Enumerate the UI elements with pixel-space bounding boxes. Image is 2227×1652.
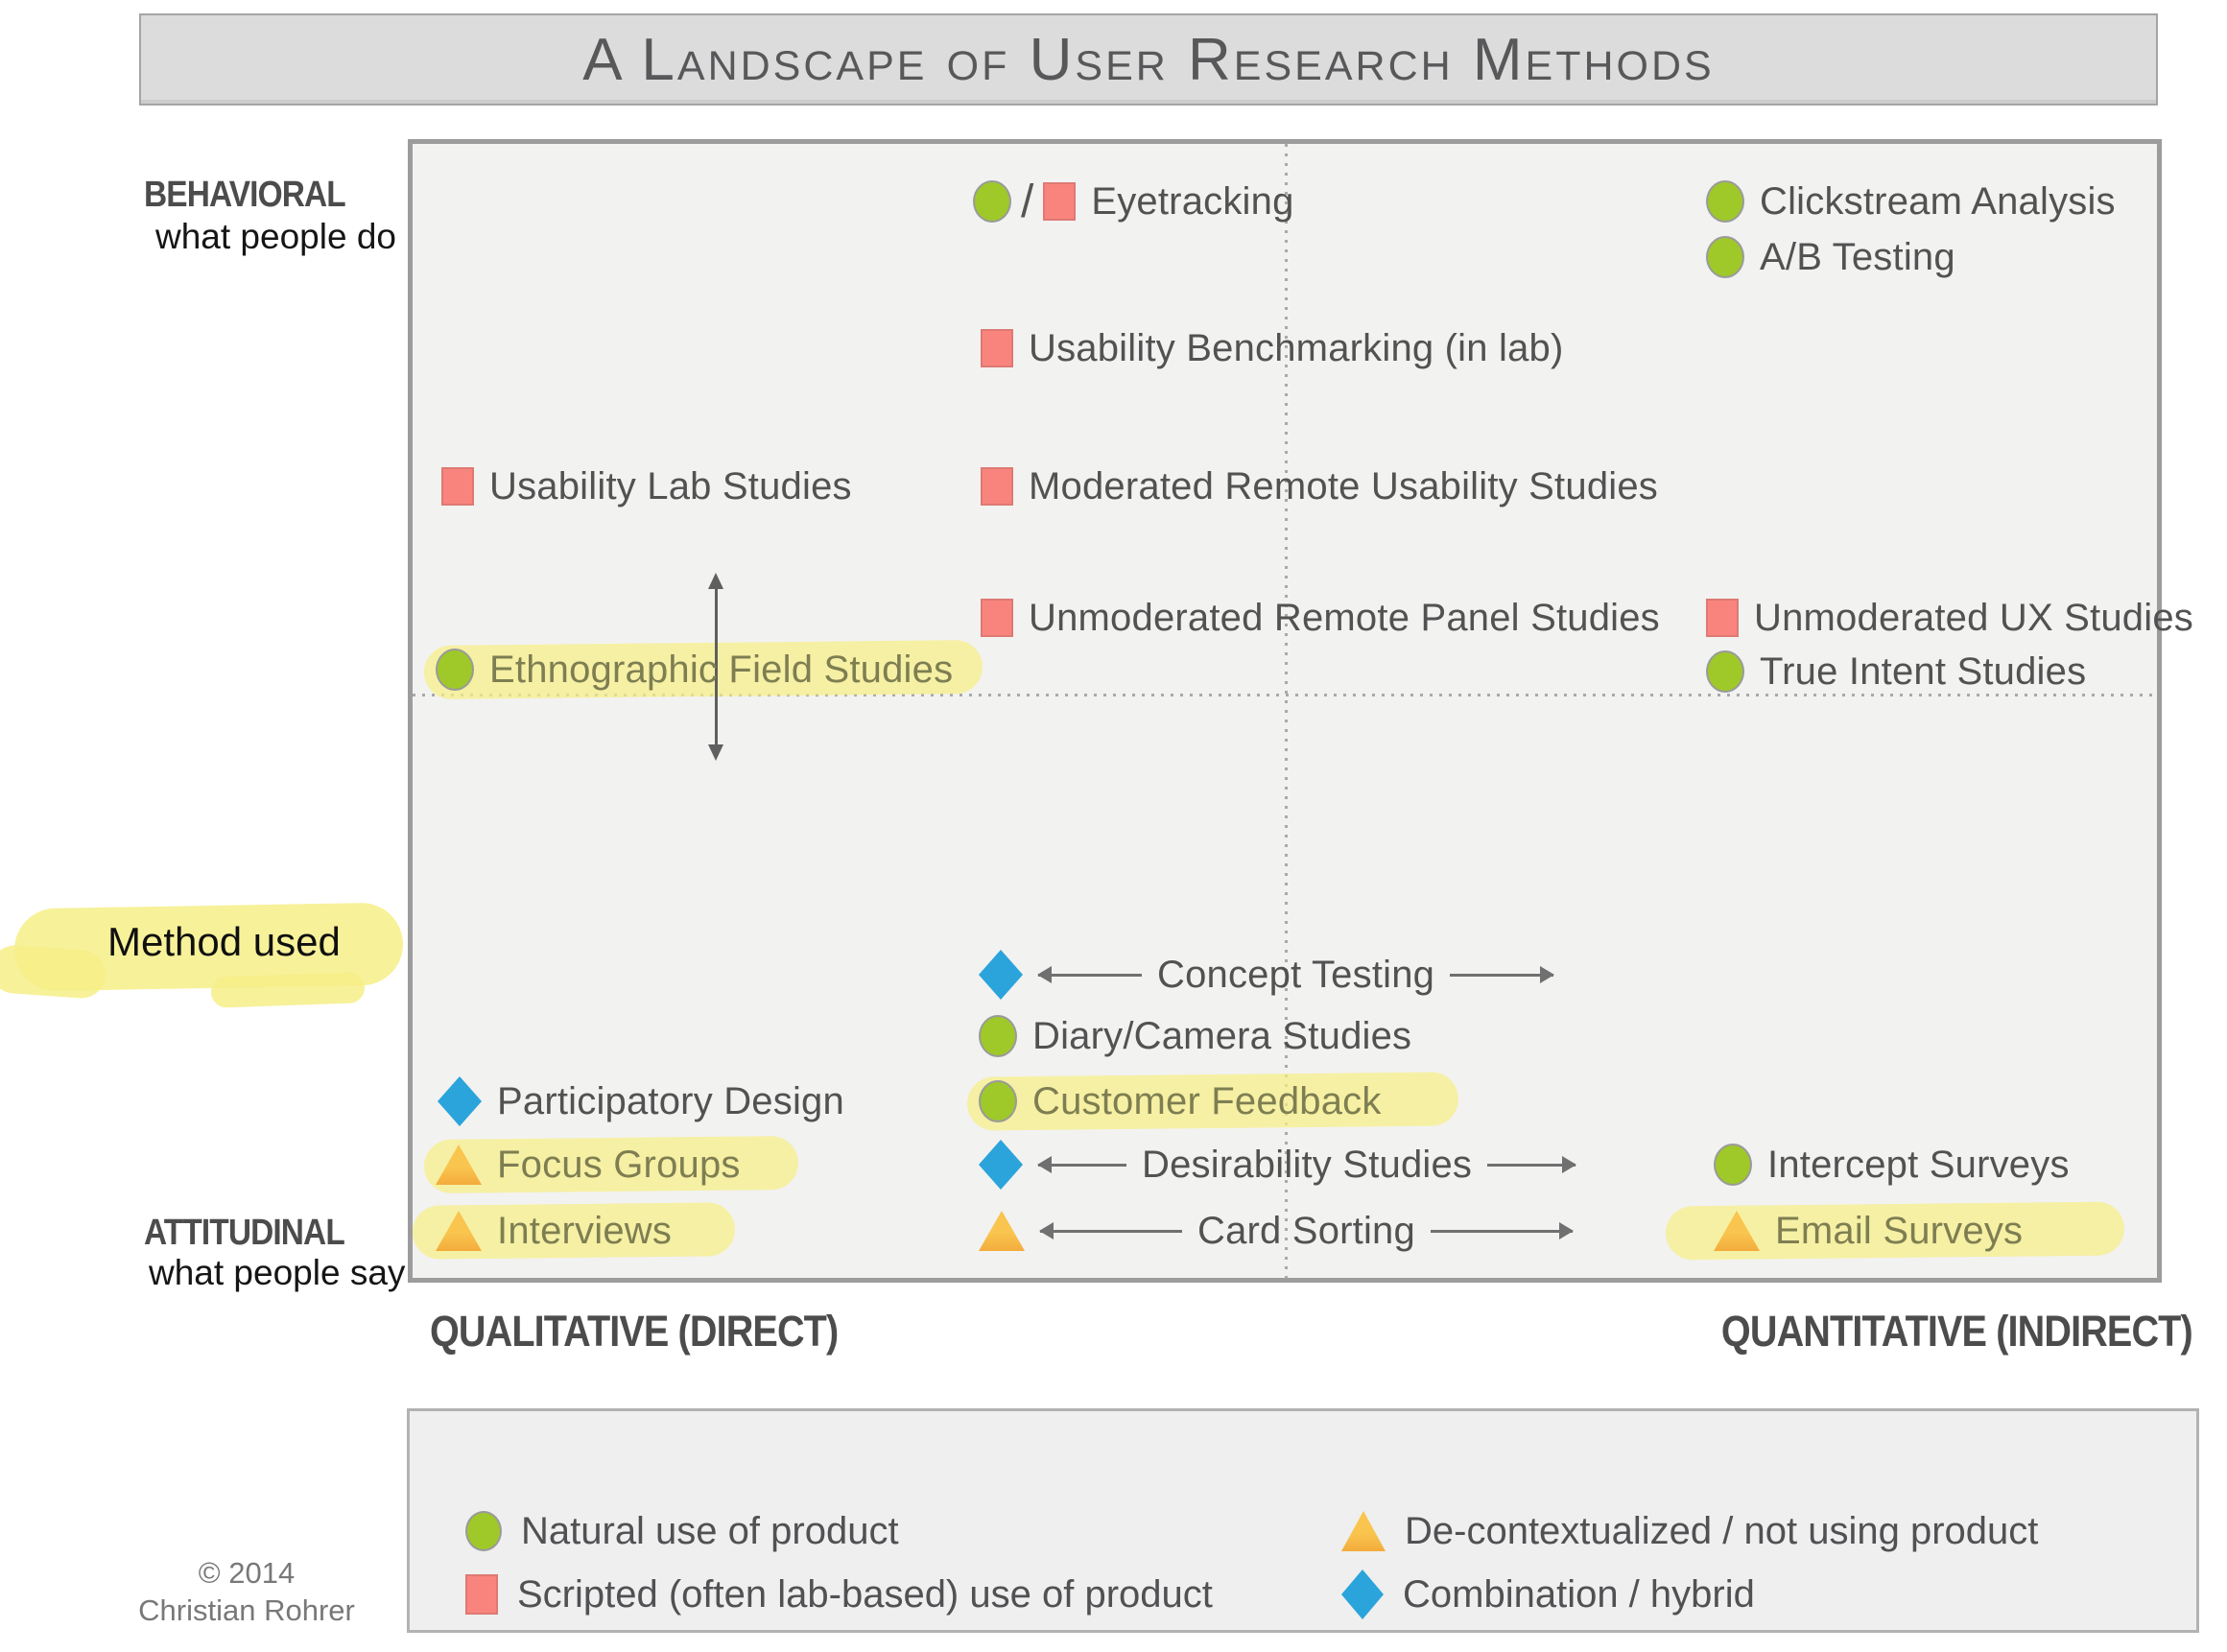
method-ethnographic-field-studies: Ethnographic Field Studies	[436, 643, 953, 696]
method-label-unmoderated-remote-panel-studies: Unmoderated Remote Panel Studies	[1029, 596, 1660, 639]
method-label-clickstream-analysis: Clickstream Analysis	[1760, 179, 2116, 223]
natural-use-circle-icon	[1714, 1144, 1752, 1186]
scripted-use-square-icon	[981, 329, 1013, 367]
key-item-de-contextualized-not-using-product: De-contextualized / not using product	[1341, 1504, 2038, 1558]
method-used-highlight-blob-tail2	[210, 972, 366, 1008]
method-label-concept-testing: Concept Testing	[1157, 953, 1435, 996]
left-arrow-icon	[1038, 973, 1142, 977]
method-usability-benchmarking-in-lab: Usability Benchmarking (in lab)	[981, 321, 1564, 375]
method-label-focus-groups: Focus Groups	[497, 1143, 741, 1186]
method-clickstream-analysis: Clickstream Analysis	[1706, 175, 2116, 228]
decontextualized-triangle-icon	[1714, 1211, 1760, 1251]
method-label-true-intent-studies: True Intent Studies	[1760, 649, 2087, 693]
method-desirability-studies: Desirability Studies	[979, 1138, 1576, 1192]
key-box	[407, 1408, 2199, 1633]
method-true-intent-studies: True Intent Studies	[1706, 645, 2086, 698]
method-customer-feedback: Customer Feedback	[979, 1074, 1382, 1128]
method-label-unmoderated-ux-studies: Unmoderated UX Studies	[1754, 596, 2193, 639]
scripted-use-square-icon	[441, 467, 474, 506]
hybrid-diamond-icon	[1341, 1569, 1384, 1619]
hybrid-diamond-icon	[438, 1076, 482, 1126]
method-used-highlight-blob-tail	[0, 943, 107, 1001]
method-email-surveys: Email Surveys	[1714, 1204, 2023, 1258]
method-label-usability-benchmarking-in-lab: Usability Benchmarking (in lab)	[1029, 326, 1564, 369]
natural-use-circle-icon	[979, 1080, 1017, 1122]
qualitative-axis-label: QUALITATIVE (DIRECT)	[430, 1307, 839, 1356]
method-label-a-b-testing: A/B Testing	[1760, 235, 1955, 278]
method-concept-testing: Concept Testing	[979, 948, 1554, 1002]
key-item-label-scripted-often-lab-based-use-of-product: Scripted (often lab-based) use of produc…	[517, 1572, 1213, 1616]
method-label-participatory-design: Participatory Design	[497, 1079, 844, 1122]
method-a-b-testing: A/B Testing	[1706, 230, 1955, 284]
method-label-ethnographic-field-studies: Ethnographic Field Studies	[489, 648, 954, 691]
right-arrow-icon	[1430, 1229, 1573, 1233]
natural-use-circle-icon	[1706, 650, 1744, 693]
decontextualized-triangle-icon	[979, 1211, 1025, 1251]
natural-use-circle-icon	[436, 649, 474, 691]
hybrid-diamond-icon	[979, 950, 1023, 1000]
attitudinal-axis-label: ATTITUDINAL	[144, 1213, 345, 1253]
key-item-combination-hybrid: Combination / hybrid	[1341, 1568, 1755, 1621]
method-interviews: Interviews	[436, 1204, 672, 1258]
left-arrow-icon	[1038, 1163, 1126, 1167]
scripted-use-square-icon	[981, 467, 1013, 506]
method-label-diary-camera-studies: Diary/Camera Studies	[1032, 1014, 1412, 1057]
natural-use-circle-icon	[973, 180, 1011, 223]
scripted-use-square-icon	[1706, 599, 1739, 637]
method-label-customer-feedback: Customer Feedback	[1032, 1079, 1382, 1122]
natural-use-circle-icon	[1706, 180, 1744, 223]
key-item-label-combination-hybrid: Combination / hybrid	[1403, 1572, 1755, 1616]
decontextualized-triangle-icon	[436, 1211, 482, 1251]
method-label-desirability-studies: Desirability Studies	[1142, 1143, 1473, 1186]
natural-use-circle-icon	[1706, 236, 1744, 278]
method-eyetracking: / Eyetracking	[973, 175, 1294, 228]
method-usability-lab-studies: Usability Lab Studies	[441, 460, 852, 513]
natural-use-circle-icon	[465, 1511, 502, 1551]
behavioral-axis-label: BEHAVIORAL	[144, 175, 346, 215]
scripted-use-square-icon	[465, 1574, 498, 1615]
method-participatory-design: Participatory Design	[438, 1074, 844, 1128]
page-title: A Landscape of User Research Methods	[582, 26, 1715, 93]
vertical-arrow-stem	[715, 584, 718, 749]
method-diary-camera-studies: Diary/Camera Studies	[979, 1009, 1411, 1063]
method-used-annotation: Method used	[107, 919, 341, 964]
copyright: © 2014 Christian Rohrer	[88, 1554, 405, 1629]
natural-use-circle-icon	[979, 1015, 1017, 1057]
key-item-label-de-contextualized-not-using-product: De-contextualized / not using product	[1405, 1509, 2039, 1552]
method-label-intercept-surveys: Intercept Surveys	[1767, 1143, 2070, 1186]
title-bar: A Landscape of User Research Methods	[139, 13, 2158, 106]
method-label-eyetracking: Eyetracking	[1091, 179, 1294, 223]
key-item-label-natural-use-of-product: Natural use of product	[521, 1509, 899, 1552]
method-focus-groups: Focus Groups	[436, 1138, 741, 1192]
copyright-year: © 2014	[198, 1556, 296, 1590]
key-item-natural-use-of-product: Natural use of product	[465, 1504, 899, 1558]
method-intercept-surveys: Intercept Surveys	[1714, 1138, 2070, 1192]
method-label-email-surveys: Email Surveys	[1775, 1209, 2024, 1252]
left-arrow-icon	[1040, 1229, 1182, 1233]
attitudinal-axis-sublabel: what people say	[149, 1253, 406, 1292]
horizontal-divider-dotted-line	[413, 694, 2157, 696]
slash-separator: /	[1021, 176, 1034, 227]
vertical-divider-dotted-line	[1285, 144, 1288, 1278]
right-arrow-icon	[1487, 1163, 1576, 1167]
behavioral-axis-sublabel: what people do	[155, 217, 396, 256]
scripted-use-square-icon	[1043, 182, 1077, 221]
method-unmoderated-remote-panel-studies: Unmoderated Remote Panel Studies	[981, 591, 1660, 645]
decontextualized-triangle-icon	[436, 1145, 482, 1185]
method-card-sorting: Card Sorting	[979, 1204, 1573, 1258]
method-moderated-remote-usability-studies: Moderated Remote Usability Studies	[981, 460, 1658, 513]
quantitative-axis-label: QUANTITATIVE (INDIRECT)	[1721, 1307, 2193, 1356]
method-label-usability-lab-studies: Usability Lab Studies	[489, 464, 852, 507]
decontextualized-triangle-icon	[1341, 1511, 1386, 1551]
key-item-scripted-often-lab-based-use-of-product: Scripted (often lab-based) use of produc…	[465, 1568, 1213, 1621]
method-label-interviews: Interviews	[497, 1209, 673, 1252]
hybrid-diamond-icon	[979, 1140, 1023, 1190]
right-arrow-icon	[1450, 973, 1554, 977]
copyright-author: Christian Rohrer	[138, 1593, 355, 1627]
scripted-use-square-icon	[981, 599, 1013, 637]
method-label-card-sorting: Card Sorting	[1197, 1209, 1415, 1252]
vertical-double-arrow	[708, 573, 723, 761]
method-label-moderated-remote-usability-studies: Moderated Remote Usability Studies	[1029, 464, 1658, 507]
method-unmoderated-ux-studies: Unmoderated UX Studies	[1706, 591, 2193, 645]
